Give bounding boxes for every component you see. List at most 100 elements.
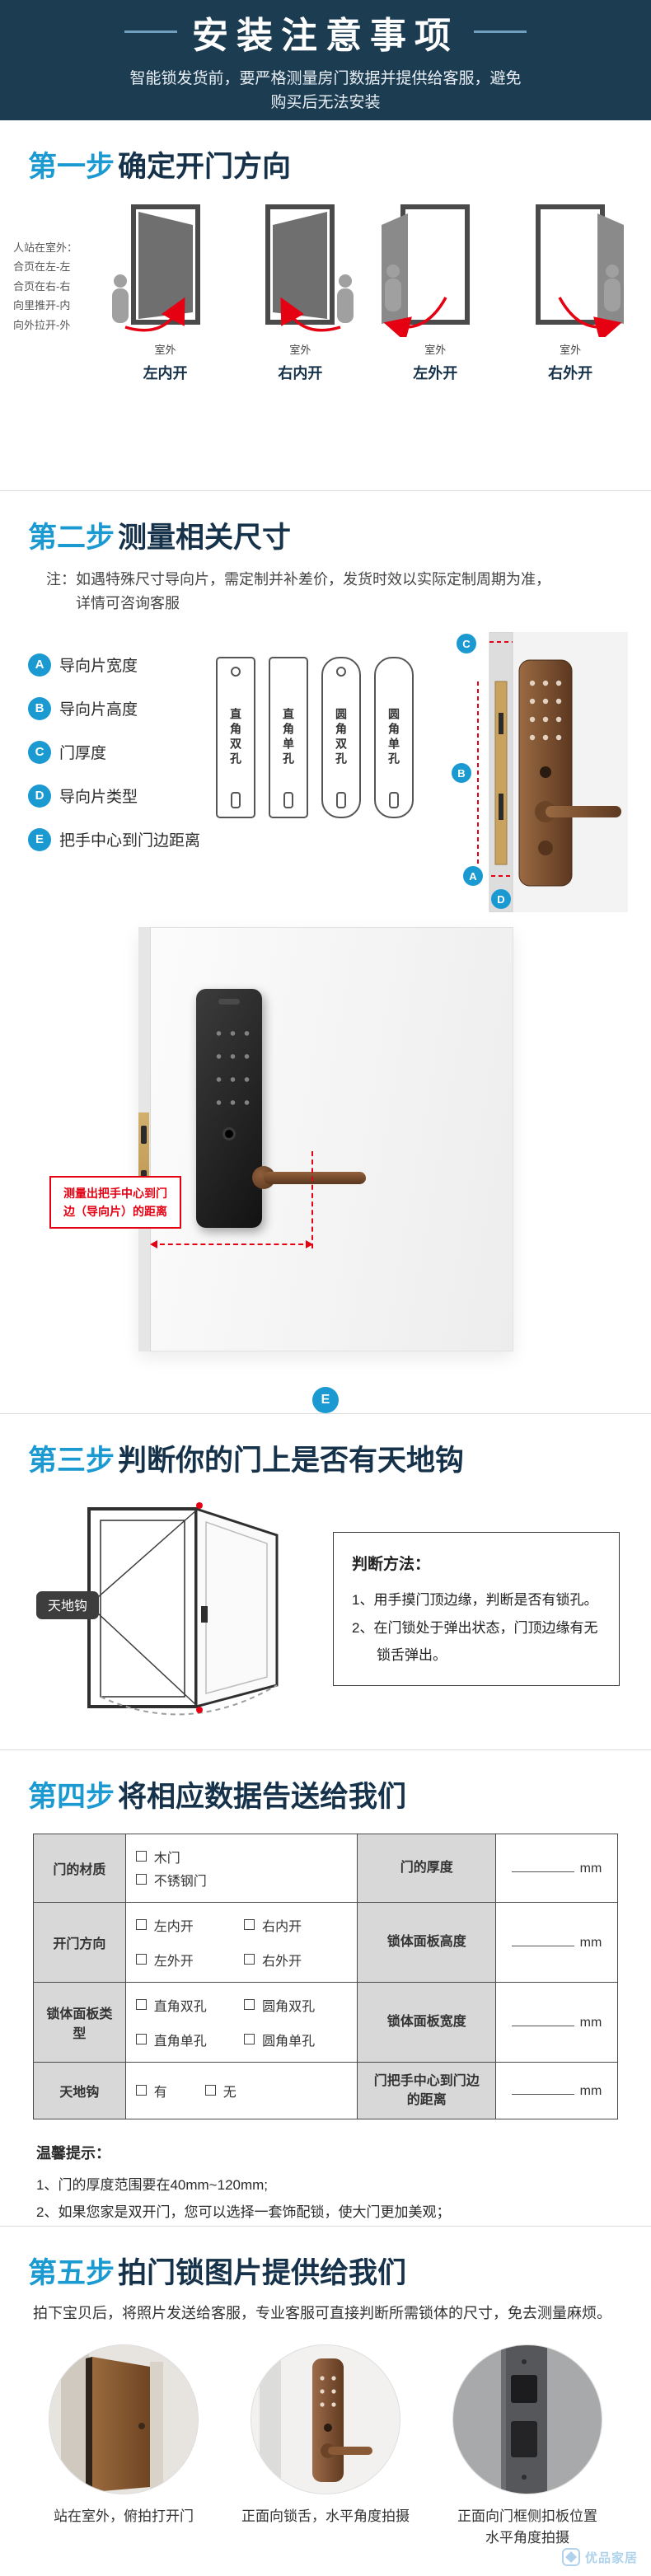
measure-label: 门厚度 bbox=[59, 745, 107, 763]
plate-hole bbox=[231, 666, 241, 677]
checkbox bbox=[135, 1874, 147, 1885]
option-inline: 有 无 bbox=[135, 2077, 348, 2104]
plate-slot bbox=[336, 791, 346, 808]
door-panel bbox=[138, 926, 513, 1351]
store-watermark: 优品家居 bbox=[561, 2548, 638, 2567]
annotation-line2: 边（导向片）的距离 bbox=[63, 1204, 167, 1218]
photo-caption-line1: 正面向门框侧扣板位置 bbox=[457, 2508, 597, 2525]
step1-heading: 第一步确定开门方向 bbox=[0, 120, 651, 195]
photo-open-door: 站在室外，俯拍打开门 bbox=[36, 2344, 211, 2548]
option: 圆角单孔 bbox=[244, 2030, 347, 2049]
arrow-right-icon bbox=[306, 1239, 313, 1248]
option-label: 有 bbox=[153, 2085, 167, 2100]
lock-badge-c: C bbox=[462, 638, 471, 650]
option: 无 bbox=[204, 2081, 237, 2101]
row-header: 开门方向 bbox=[33, 1901, 126, 1983]
header-subtitle-line1: 智能锁发货前，要严格测量房门数据并提供给客服，避免 bbox=[129, 69, 522, 87]
unit-label: mm bbox=[579, 1861, 602, 1876]
option: 右内开 bbox=[244, 1915, 347, 1935]
row-header: 锁体面板类型 bbox=[33, 1981, 126, 2063]
keyhole bbox=[222, 1126, 236, 1140]
section-step1: 第一步确定开门方向 人站在室外： 合页在左-左 合页在右-右 向里推开-内 向外… bbox=[0, 120, 651, 491]
plate-label: 圆角单孔 bbox=[387, 707, 400, 767]
plate-hole bbox=[336, 666, 346, 677]
plate-round-double-hole: 圆角双孔 bbox=[321, 656, 361, 818]
method-line2-cont: 锁舌弹出。 bbox=[377, 1646, 447, 1663]
measure-label: 导向片类型 bbox=[59, 789, 138, 807]
blank-line bbox=[511, 1860, 574, 1872]
door-illustration-icon bbox=[265, 204, 354, 332]
checkbox bbox=[135, 2085, 147, 2096]
checkbox bbox=[135, 1999, 147, 2011]
step4-label: 第四步 bbox=[28, 1780, 115, 1813]
hook-label: 天地钩 bbox=[48, 1599, 87, 1614]
option: 圆角双孔 bbox=[244, 1995, 347, 2015]
checkbox bbox=[244, 1954, 255, 1965]
option: 直角双孔 bbox=[135, 1995, 239, 2015]
tips-title: 温馨提示： bbox=[36, 2144, 110, 2161]
tips-block: 温馨提示： 1、门的厚度范围要在40mm~120mm; 2、如果您家是双开门，您… bbox=[0, 2119, 651, 2226]
header-subtitle: 智能锁发货前，要严格测量房门数据并提供给客服，避免 购买后无法安装 bbox=[129, 67, 521, 115]
step4-title: 将相应数据告送给我们 bbox=[118, 1780, 407, 1813]
table-row-material: 门的材质 木门 不锈钢门 门的厚度 mm bbox=[33, 1833, 618, 1903]
row-options: 木门 不锈钢门 bbox=[124, 1833, 358, 1903]
guide-plate-types: 直角双孔 直角单孔 圆角双孔 圆角单孔 bbox=[216, 632, 414, 912]
lock-front-photo-icon bbox=[251, 2345, 400, 2494]
lock-sensor bbox=[218, 998, 240, 1005]
section-step4: 第四步将相应数据告送给我们 门的材质 木门 不锈钢门 门的厚度 mm 开门方向 … bbox=[0, 1750, 651, 2227]
step3-title: 判断你的门上是否有天地钩 bbox=[118, 1444, 465, 1477]
step5-description: 拍下宝贝后，将照片发送给客服，专业客服可直接判断所需锁体的尺寸，免去测量麻烦。 bbox=[33, 2305, 611, 2322]
method-line2: 2、在门锁处于弹出状态，门顶边缘有无 bbox=[352, 1619, 598, 1636]
lock-badge-b: B bbox=[457, 767, 465, 780]
row-right-label: 门的厚度 bbox=[357, 1833, 497, 1903]
smart-lock-panel bbox=[196, 988, 262, 1228]
method-line1: 1、用手摸门顶边缘，判断是否有锁孔。 bbox=[352, 1592, 598, 1609]
method-title: 判断方法： bbox=[352, 1556, 431, 1574]
row-header: 门的材质 bbox=[33, 1833, 126, 1903]
plate-square-single-hole: 直角单孔 bbox=[269, 656, 308, 818]
table-row-direction: 开门方向 左内开 右内开 左外开 右外开 锁体面板高度 mm bbox=[33, 1901, 618, 1983]
table-row-plate-type: 锁体面板类型 直角双孔 圆角双孔 直角单孔 圆角单孔 锁体面板宽度 mm bbox=[33, 1981, 618, 2063]
option-label: 圆角单孔 bbox=[262, 2034, 316, 2049]
step3-heading: 第三步判断你的门上是否有天地钩 bbox=[0, 1414, 651, 1489]
step3-content: 天地钩 判断方法： 1、用手摸门顶边缘，判断是否有锁孔。 2、在门锁处于弹出状态… bbox=[0, 1489, 651, 1749]
option-label: 无 bbox=[222, 2085, 237, 2100]
row-value-cell: mm bbox=[495, 1833, 618, 1903]
plate-round-single-hole: 圆角单孔 bbox=[374, 656, 414, 818]
photo-circle bbox=[452, 2344, 602, 2495]
checkbox bbox=[244, 1999, 255, 2011]
plate-label: 直角双孔 bbox=[229, 707, 242, 767]
checkbox bbox=[135, 2034, 147, 2045]
badge-e-bottom: E bbox=[312, 1386, 339, 1413]
page-title: 安装注意事项 bbox=[192, 15, 459, 56]
section-step3: 第三步判断你的门上是否有天地钩 天地钩 判断方法： 1、用手摸门顶边缘，判断是否… bbox=[0, 1414, 651, 1750]
row-right-label: 门把手中心到门边的距离 bbox=[357, 2061, 497, 2119]
blank-line bbox=[511, 2014, 574, 2026]
option: 左内开 bbox=[135, 1915, 239, 1935]
step1-title: 确定开门方向 bbox=[118, 151, 292, 183]
checkbox bbox=[135, 1919, 147, 1931]
header-subtitle-line2: 购买后无法安装 bbox=[270, 94, 381, 111]
door-label: 左外开 bbox=[413, 365, 458, 382]
row-right-label: 锁体面板高度 bbox=[357, 1901, 497, 1983]
step5-label: 第五步 bbox=[28, 2257, 115, 2290]
option-label: 右内开 bbox=[262, 1919, 302, 1934]
door-diagram-left-outward: 室外 左外开 bbox=[368, 202, 503, 383]
row-value-cell: mm bbox=[495, 1981, 618, 2063]
measure-label: 导向片宽度 bbox=[59, 658, 138, 676]
outside-label: 室外 bbox=[289, 344, 311, 356]
photo-row: 站在室外，俯拍打开门 bbox=[0, 2323, 651, 2548]
photo-lock-front: 正面向锁舌，水平角度拍摄 bbox=[238, 2344, 413, 2548]
photo-caption: 正面向锁舌，水平角度拍摄 bbox=[241, 2508, 410, 2525]
open-door-photo-icon bbox=[49, 2345, 198, 2494]
note-line1: 注：如遇特殊尺寸导向片，需定制并补差价，发货时效以实际定制周期为准， bbox=[46, 571, 550, 588]
open-door-diagram-icon: 天地钩 bbox=[36, 1501, 279, 1716]
judge-method-box: 判断方法： 1、用手摸门顶边缘，判断是否有锁孔。 2、在门锁处于弹出状态，门顶边… bbox=[333, 1532, 620, 1686]
option-label: 不锈钢门 bbox=[153, 1874, 207, 1889]
row-right-label: 锁体面板宽度 bbox=[357, 1981, 497, 2063]
option-label: 直角双孔 bbox=[153, 1999, 207, 2014]
door-diagram-right-outward: 室外 右外开 bbox=[503, 202, 638, 383]
plate-slot bbox=[389, 791, 399, 808]
title-decoration-left bbox=[124, 30, 177, 34]
